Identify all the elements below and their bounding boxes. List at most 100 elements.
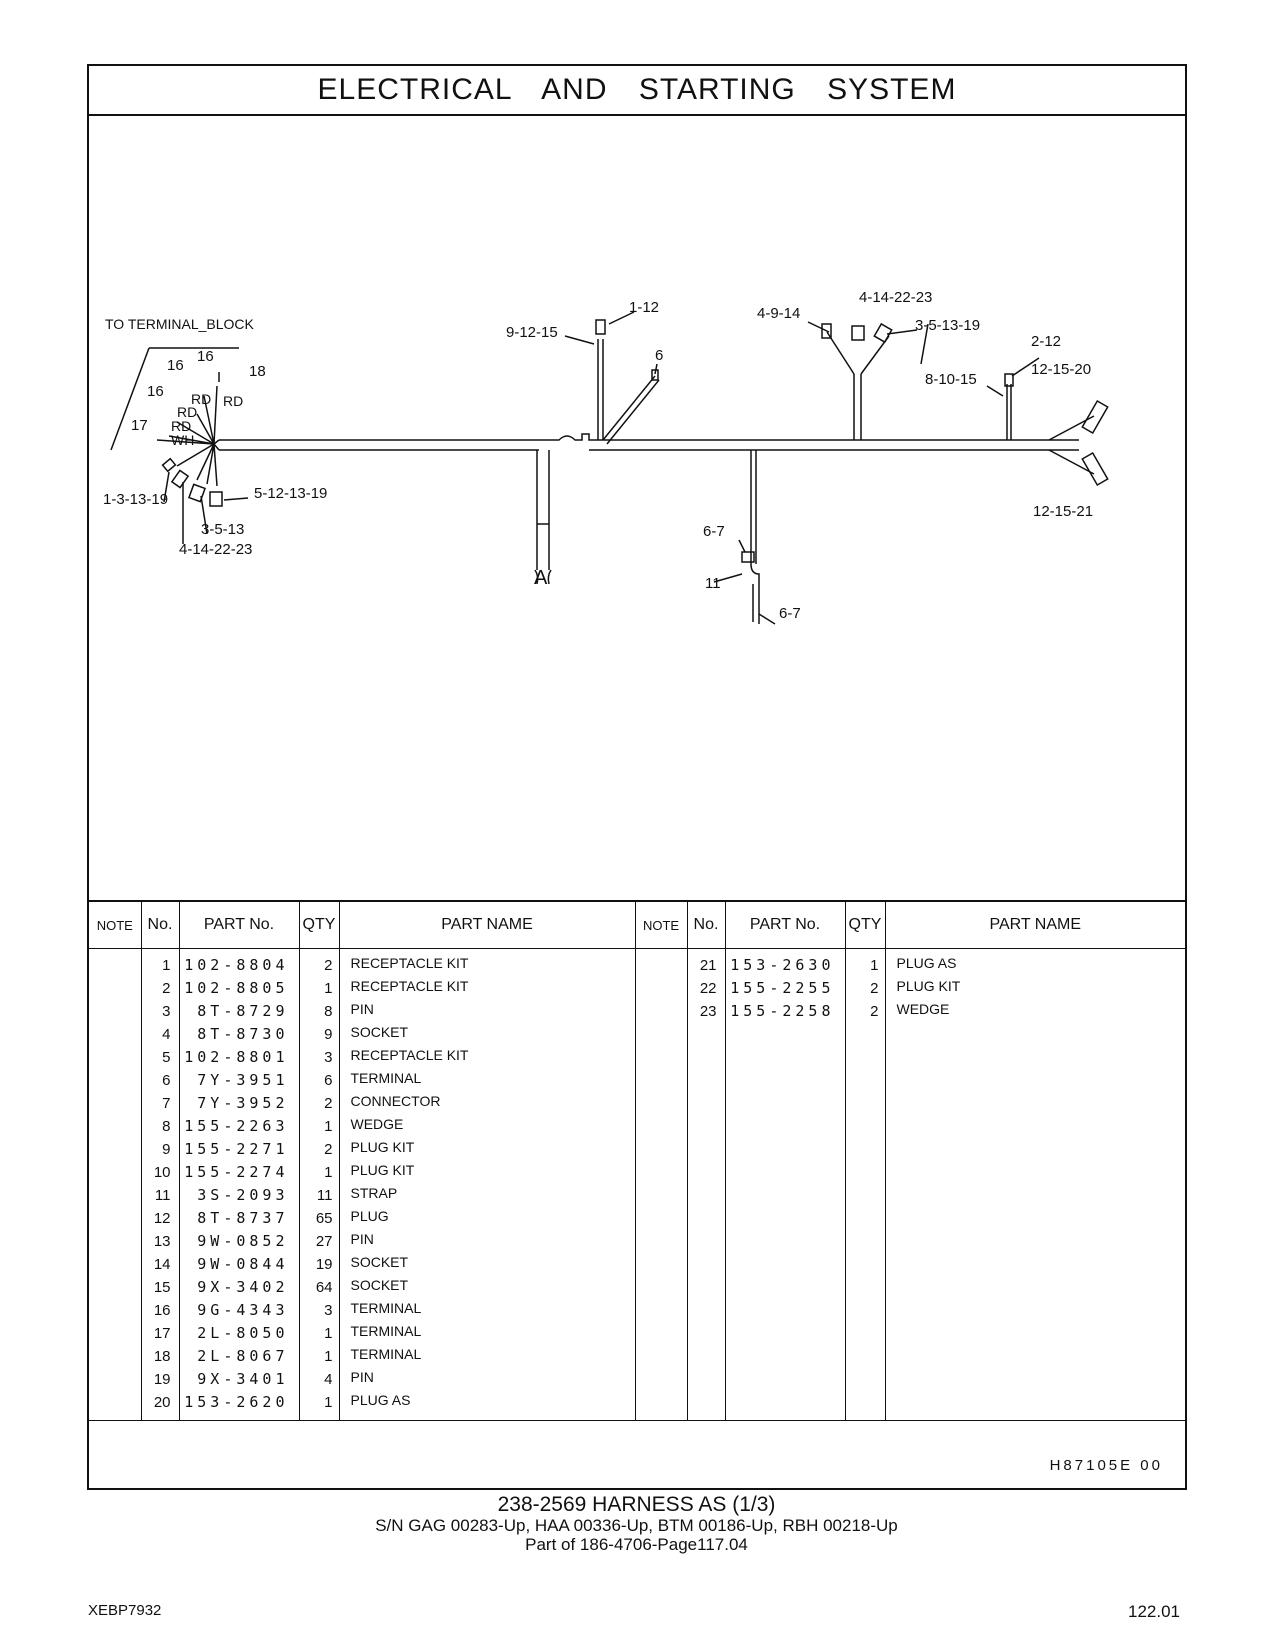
label-1-12: 1-12 — [629, 299, 659, 316]
connector-5-12-13-19 — [209, 491, 223, 507]
table-cell-qty: 64 — [315, 1279, 333, 1296]
table-cell-name: TERMINAL — [350, 1323, 422, 1339]
table-cell-no: 12 — [153, 1210, 171, 1227]
table-cell-part-no: 155-2263 — [184, 1117, 289, 1135]
caption-serial-numbers: S/N GAG 00283-Up, HAA 00336-Up, BTM 0018… — [375, 1516, 898, 1535]
connector-4-14-22-23-left — [170, 469, 190, 489]
label-rd-1: RD — [191, 391, 211, 407]
connector-4-14-22-23 — [851, 325, 865, 341]
main-trunk-top — [219, 433, 1079, 441]
table-cell-name: PLUG KIT — [350, 1162, 415, 1178]
header-part-name-left: PART NAME — [338, 900, 635, 949]
table-cell-no: 13 — [153, 1233, 171, 1250]
table-cell-part-no: 155-2255 — [730, 979, 835, 997]
table-cell-name: STRAP — [350, 1185, 398, 1201]
label-to-terminal-block: TO TERMINAL_BLOCK — [105, 316, 255, 332]
header-note-right: NOTE — [634, 900, 687, 949]
table-cell-qty: 1 — [324, 1118, 333, 1135]
branch-a — [536, 450, 550, 570]
header-part-no-left: PART No. — [178, 900, 299, 949]
table-cell-qty: 1 — [324, 1348, 333, 1365]
table-cell-qty: 2 — [324, 1141, 333, 1158]
connector-8-10-15 — [1004, 373, 1014, 387]
table-cell-part-no: 155-2258 — [730, 1002, 835, 1020]
connector-4-9-14 — [821, 323, 832, 339]
table-cell-part-no: 9X-3402 — [197, 1278, 289, 1296]
label-9-12-15: 9-12-15 — [506, 324, 558, 341]
label-wh: WH — [171, 432, 194, 448]
label-4-14-22-23-left: 4-14-22-23 — [179, 541, 252, 558]
table-cell-name: WEDGE — [350, 1116, 404, 1132]
table-cell-name: WEDGE — [896, 1001, 950, 1017]
table-cell-no: 18 — [153, 1348, 171, 1365]
label-16c: 16 — [147, 383, 164, 400]
label-3-5-13-19: 3-5-13-19 — [915, 317, 980, 334]
table-cell-qty: 1 — [324, 980, 333, 997]
table-cell-qty: 2 — [324, 1095, 333, 1112]
label-rd-3: RD — [177, 404, 197, 420]
connector-12-15-20 — [1081, 399, 1109, 435]
table-cell-part-no: 155-2271 — [184, 1140, 289, 1158]
title-bar: ELECTRICAL AND STARTING SYSTEM — [89, 66, 1185, 116]
table-cell-part-no: 9W-0852 — [197, 1232, 289, 1250]
page-frame: ELECTRICAL AND STARTING SYSTEM — [87, 64, 1187, 1490]
connector-3-5-13 — [188, 483, 206, 503]
left-wires-down — [176, 443, 218, 487]
table-cell-part-no: 7Y-3951 — [197, 1071, 289, 1089]
table-cell-part-no: 102-8805 — [184, 979, 289, 997]
table-cell-no: 16 — [153, 1302, 171, 1319]
table-cell-qty: 3 — [324, 1302, 333, 1319]
label-6: 6 — [655, 347, 663, 364]
table-cell-name: PIN — [350, 1001, 374, 1017]
right-fork — [1048, 415, 1095, 475]
table-cell-name: TERMINAL — [350, 1346, 422, 1362]
table-cell-name: RECEPTACLE KIT — [350, 978, 469, 994]
header-note-left: NOTE — [89, 900, 141, 949]
label-11: 11 — [705, 575, 721, 592]
table-cell-name: TERMINAL — [350, 1070, 422, 1086]
table-cell-no: 9 — [162, 1141, 171, 1158]
table-cell-qty: 1 — [324, 1325, 333, 1342]
table-cell-no: 10 — [153, 1164, 171, 1181]
note-column-right — [634, 948, 687, 1421]
table-cell-part-no: 153-2620 — [184, 1393, 289, 1411]
table-cell-name: PLUG KIT — [896, 978, 961, 994]
table-cell-qty: 65 — [315, 1210, 333, 1227]
table-cell-name: CONNECTOR — [350, 1093, 441, 1109]
leader-lines — [163, 311, 1040, 625]
table-cell-name: RECEPTACLE KIT — [350, 955, 469, 971]
label-5-12-13-19: 5-12-13-19 — [254, 485, 327, 502]
label-1-3-13-19: 1-3-13-19 — [103, 491, 168, 508]
table-cell-qty: 9 — [324, 1026, 333, 1043]
parts-table: NOTE No. PART No. QTY PART NAME NOTE No.… — [89, 900, 1185, 1421]
table-cell-name: RECEPTACLE KIT — [350, 1047, 469, 1063]
table-cell-no: 2 — [162, 980, 171, 997]
caption: 238-2569 HARNESS AS (1/3) S/N GAG 00283-… — [0, 1493, 1273, 1555]
branch-y-arms — [826, 331, 890, 375]
table-cell-no: 6 — [162, 1072, 171, 1089]
note-column-left — [89, 948, 141, 1421]
label-6-7-top: 6-7 — [703, 523, 725, 540]
publication-number: XEBP7932 — [88, 1602, 162, 1619]
terminal-block-bracket — [110, 347, 239, 451]
table-cell-name: PLUG KIT — [350, 1139, 415, 1155]
label-8-10-15: 8-10-15 — [925, 371, 977, 388]
table-cell-qty: 2 — [870, 980, 879, 997]
table-cell-name: SOCKET — [350, 1277, 409, 1293]
page-title: ELECTRICAL AND STARTING SYSTEM — [317, 73, 957, 106]
left-part-name-column: RECEPTACLE KIT RECEPTACLE KIT PIN SOCKET REC… — [340, 949, 635, 1420]
label-17: 17 — [131, 417, 148, 434]
terminal-6 — [651, 369, 659, 381]
table-cell-name: PLUG — [350, 1208, 389, 1224]
caption-title: 238-2569 HARNESS AS (1/3) — [497, 1493, 776, 1516]
table-cell-qty: 6 — [324, 1072, 333, 1089]
table-cell-part-no: 102-8804 — [184, 956, 289, 974]
label-12-15-20: 12-15-20 — [1031, 361, 1091, 378]
label-a: A — [534, 567, 548, 589]
table-cell-qty: 11 — [316, 1187, 333, 1204]
